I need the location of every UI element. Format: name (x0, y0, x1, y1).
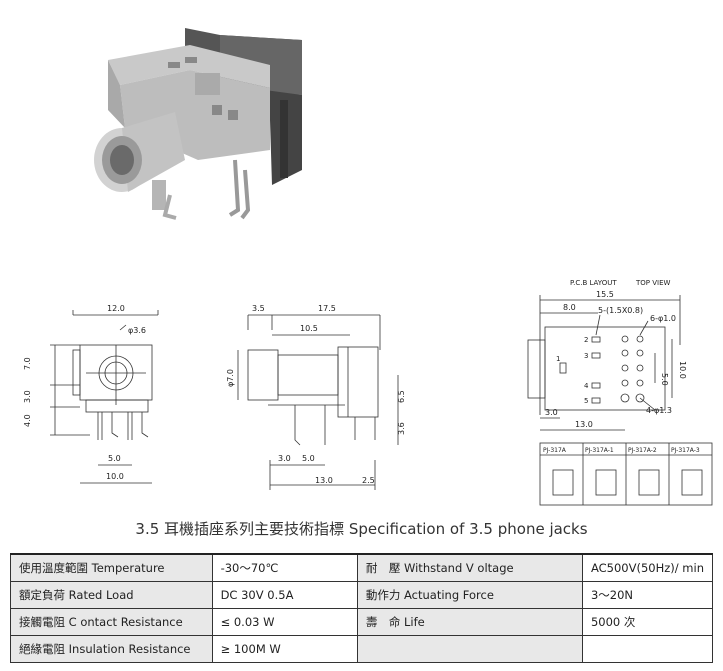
variants-diagram (539, 442, 713, 506)
pcb-dim-v2: 10.0 (678, 361, 687, 379)
spec-value (581, 635, 714, 663)
variant-label: PJ-317A-3 (671, 447, 700, 454)
spec-title: 3.5 耳機插座系列主要技術指標 Specification of 3.5 ph… (135, 520, 588, 538)
side-dim-pin1: 3.0 (278, 454, 291, 463)
spec-label: 使用溫度範圍 Temperature (10, 553, 213, 582)
pcb-pin-label: 1 (556, 355, 560, 363)
variant-label: PJ-317A-2 (628, 447, 657, 454)
pcb-dim-v1: 5.0 (660, 373, 669, 386)
table-row: 額定負荷 Rated Load DC 30V 0.5A 動作力 Actuatin… (10, 581, 714, 609)
front-dim-pin-pitch: 5.0 (108, 454, 121, 463)
spec-value: ≤ 0.03 W (211, 608, 358, 636)
spec-table: 使用溫度範圍 Temperature -30～70℃ 耐 壓 Withstand… (10, 553, 714, 663)
front-dim-side-b: 4.0 (23, 414, 32, 427)
pcb-pin-label: 5 (584, 397, 588, 405)
pcb-layout-drawing (527, 295, 681, 431)
pcb-pin-label: 3 (584, 352, 588, 360)
pcb-dim-slot: 5-(1.5X0.8) (598, 306, 643, 315)
spec-label: 耐 壓 Withstand V oltage (356, 553, 583, 582)
pcb-dim-big-holes: 4-φ1.3 (646, 406, 672, 415)
side-dim-body: 10.5 (300, 324, 318, 333)
front-dim-hole: φ3.6 (128, 326, 146, 335)
side-dim-h2: 3.6 (397, 422, 406, 435)
spec-value: AC500V(50Hz)/ min (581, 553, 714, 582)
pcb-dim-width: 15.5 (596, 290, 614, 299)
pcb-pin-label: 2 (584, 336, 588, 344)
spec-value: DC 30V 0.5A (211, 581, 358, 609)
spec-label: 接觸電阻 C ontact Resistance (10, 608, 213, 636)
spec-value: ≥ 100M W (211, 635, 358, 663)
phone-jack-product-image (94, 28, 302, 220)
spec-value: 5000 次 (581, 608, 714, 636)
side-dim-front: 3.5 (252, 304, 265, 313)
pcb-pin-label: 4 (584, 382, 589, 390)
spec-value: 3～20N (581, 581, 714, 609)
spec-label: 額定負荷 Rated Load (10, 581, 213, 609)
side-dim-length: 17.5 (318, 304, 336, 313)
pcb-dim-holes: 6-φ1.0 (650, 314, 676, 323)
side-dim-dia: φ7.0 (226, 369, 235, 387)
table-row: 接觸電阻 C ontact Resistance ≤ 0.03 W 壽 命 Li… (10, 608, 714, 636)
spec-label (356, 635, 583, 663)
front-dim-height: 7.0 (23, 357, 32, 370)
pcb-dim-bottom: 13.0 (575, 420, 593, 429)
side-dim-h1: 6.5 (397, 390, 406, 403)
side-dim-total: 13.0 (315, 476, 333, 485)
front-dim-width: 12.0 (107, 304, 125, 313)
spec-label: 絕緣電阻 Insulation Resistance (10, 635, 213, 663)
table-row: 絕緣電阻 Insulation Resistance ≥ 100M W (10, 635, 714, 663)
spec-value: -30～70℃ (211, 553, 358, 582)
side-dim-end: 2.5 (362, 476, 375, 485)
pcb-dim-left: 3.0 (545, 408, 558, 417)
front-dim-side-a: 3.0 (23, 390, 32, 403)
pcb-dim-inner: 8.0 (563, 303, 576, 312)
spec-label: 壽 命 Life (356, 608, 583, 636)
variant-label: PJ-317A-1 (585, 447, 614, 454)
top-view-caption: TOP VIEW (635, 279, 671, 287)
technical-drawings: 12.0 φ3.6 7.0 3.0 4.0 5.0 10.0 3.5 17.5 … (23, 279, 713, 506)
variant-label: PJ-317A (543, 447, 567, 454)
table-row: 使用溫度範圍 Temperature -30～70℃ 耐 壓 Withstand… (10, 553, 714, 582)
pcb-caption: P.C.B LAYOUT (570, 279, 617, 287)
front-dim-base: 10.0 (106, 472, 124, 481)
side-dim-pin2: 5.0 (302, 454, 315, 463)
front-view-drawing (50, 310, 159, 484)
spec-label: 動作力 Actuating Force (356, 581, 583, 609)
side-view-drawing (237, 314, 399, 490)
